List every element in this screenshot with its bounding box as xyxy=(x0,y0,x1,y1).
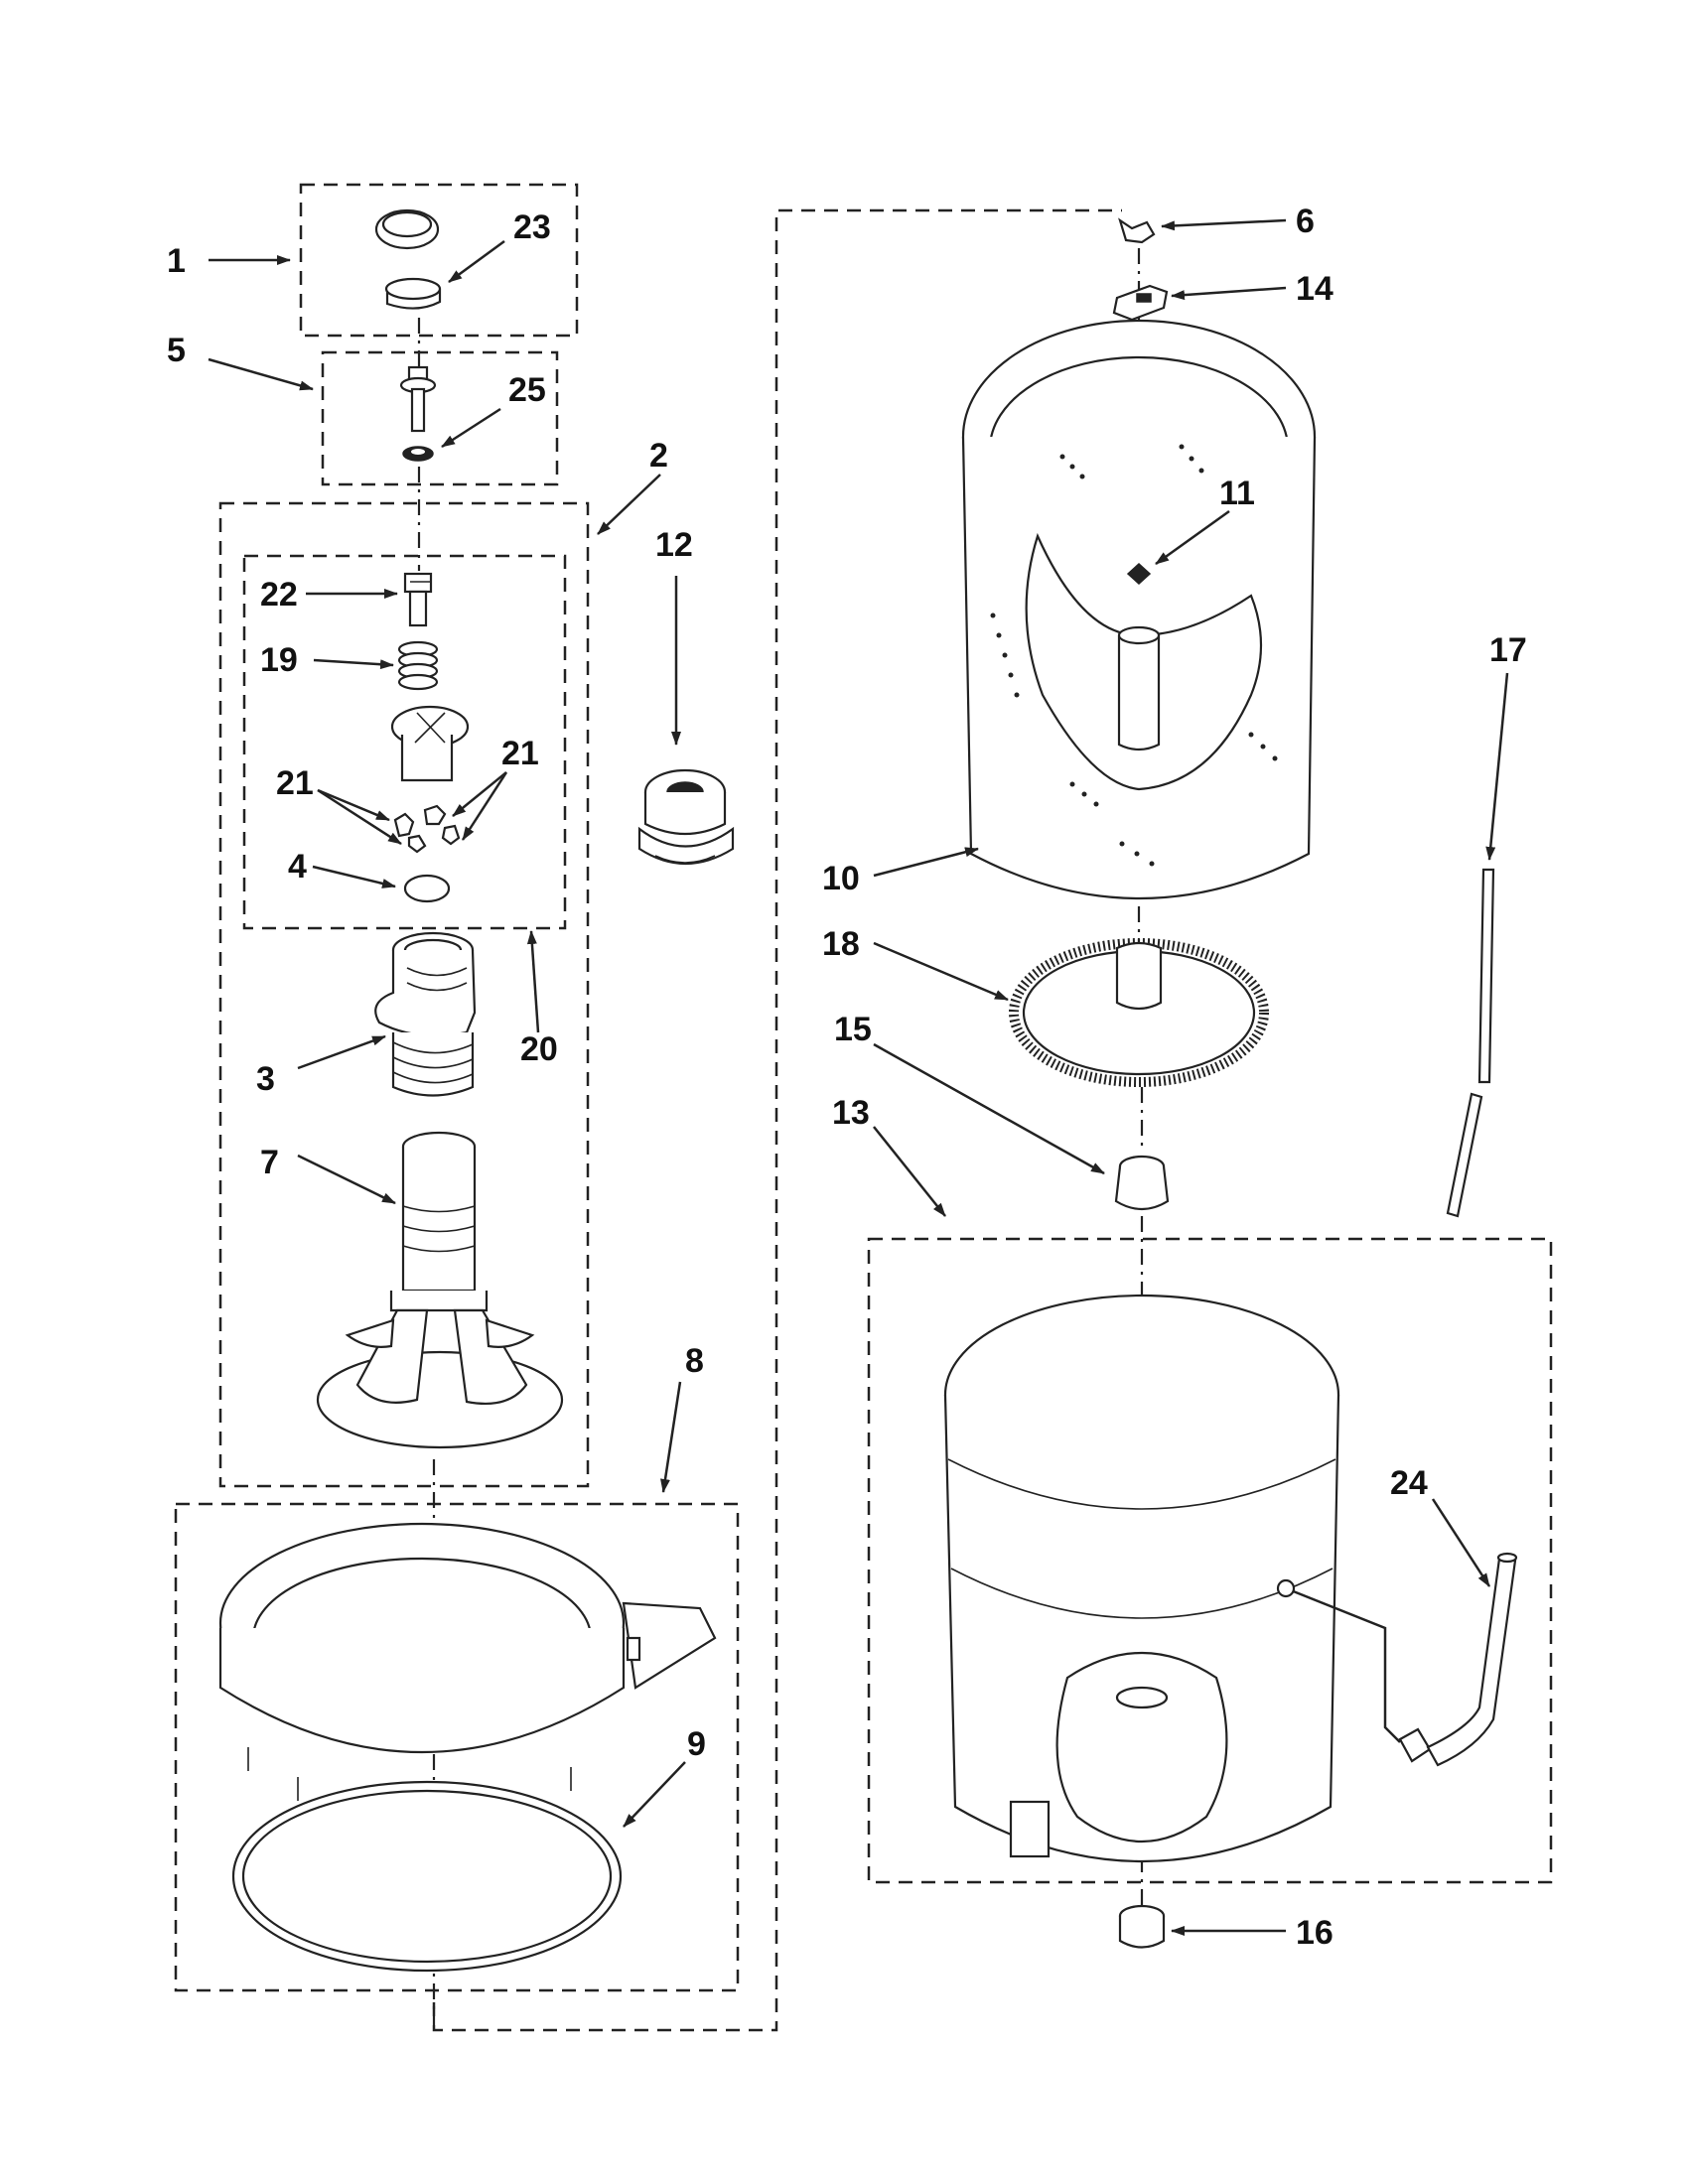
coupling xyxy=(1114,1155,1170,1211)
callout-23: 23 xyxy=(513,208,551,246)
drain-nut xyxy=(1118,1904,1166,1949)
callout-22: 22 xyxy=(260,576,298,614)
callout-1: 1 xyxy=(167,242,186,280)
group-box-8 xyxy=(174,1502,740,1992)
overflow-tube xyxy=(1276,1552,1518,1767)
hose xyxy=(1446,868,1495,1218)
hub-nut xyxy=(1118,217,1156,244)
cam xyxy=(390,705,470,782)
callout-2: 2 xyxy=(649,437,668,475)
cam-screw xyxy=(403,572,433,627)
tub-seal xyxy=(231,1780,623,1973)
spring xyxy=(397,640,439,691)
callout-15: 15 xyxy=(834,1011,872,1048)
spin-basket xyxy=(961,319,1317,900)
agitator-base xyxy=(316,1131,564,1449)
group-box-2 xyxy=(218,501,590,1488)
clip xyxy=(1112,284,1169,322)
callout-16: 16 xyxy=(1296,1914,1333,1952)
callout-10: 10 xyxy=(822,860,860,897)
callout-24: 24 xyxy=(1390,1464,1428,1502)
callout-5: 5 xyxy=(167,332,186,369)
callout-4: 4 xyxy=(288,848,307,886)
callout-18: 18 xyxy=(822,925,860,963)
auger xyxy=(374,931,477,1097)
agitator-cap xyxy=(374,208,442,310)
o-ring xyxy=(403,874,451,903)
tub-ring xyxy=(218,1522,717,1811)
basket-holes xyxy=(990,444,1278,867)
dogs xyxy=(393,804,461,854)
callout-7: 7 xyxy=(260,1144,279,1181)
callout-12: 12 xyxy=(655,526,693,564)
callout-3: 3 xyxy=(256,1060,275,1098)
callout-11: 11 xyxy=(1219,475,1255,512)
outer-tub xyxy=(943,1294,1340,1862)
gear-ring xyxy=(1009,938,1269,1087)
agitator-bolt xyxy=(399,365,437,462)
callout-13: 13 xyxy=(832,1094,870,1132)
callout-14: 14 xyxy=(1296,270,1333,308)
callout-19: 19 xyxy=(260,641,298,679)
group-box-20 xyxy=(242,554,567,930)
callout-6: 6 xyxy=(1296,203,1315,240)
callout-17: 17 xyxy=(1489,631,1527,669)
callout-25: 25 xyxy=(508,371,546,409)
callout-8: 8 xyxy=(685,1342,704,1380)
callout-21-right: 21 xyxy=(501,735,539,772)
seal-bearing xyxy=(637,768,735,865)
callout-9: 9 xyxy=(687,1725,706,1763)
group-box-13 xyxy=(867,1237,1553,1884)
group-box-5 xyxy=(321,350,559,486)
callout-20: 20 xyxy=(520,1030,558,1068)
group-box-1 xyxy=(299,183,579,338)
callout-21-left: 21 xyxy=(276,764,314,802)
connector-line xyxy=(432,208,1122,2032)
